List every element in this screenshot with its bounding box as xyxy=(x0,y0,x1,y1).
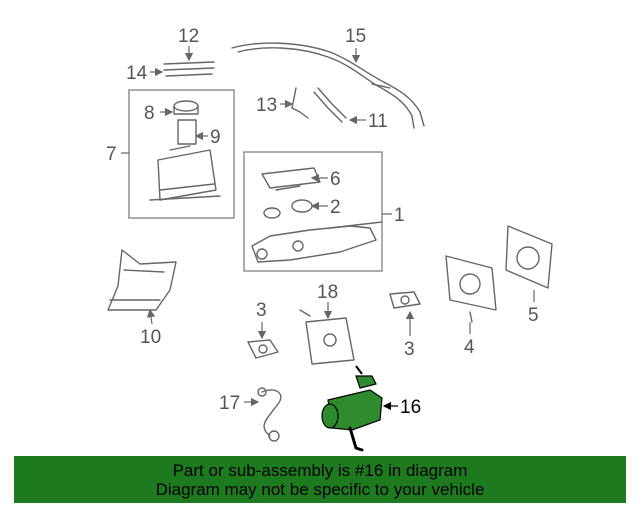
callout-15: 15 xyxy=(345,26,366,47)
notice-line-1: Part or sub-assembly is #16 in diagram xyxy=(172,461,468,480)
callout-17: 17 xyxy=(219,393,240,414)
callout-13: 13 xyxy=(256,95,277,116)
master-cylinder-group-frame xyxy=(243,151,383,272)
notice-line-2: Diagram may not be specific to your vehi… xyxy=(155,480,485,499)
callout-14: 14 xyxy=(126,63,148,84)
callout-8: 8 xyxy=(144,103,155,124)
reservoir-group-frame xyxy=(128,89,235,219)
hose-11 xyxy=(313,87,347,123)
reservoir-7 xyxy=(149,100,221,201)
callout-1: 1 xyxy=(394,205,405,226)
hose-13 xyxy=(291,87,309,119)
hose-12-14 xyxy=(163,61,215,77)
callout-11: 11 xyxy=(368,111,388,132)
callout-18: 18 xyxy=(317,282,338,303)
booster-plate-4 xyxy=(445,255,497,323)
sensor-17 xyxy=(257,387,282,442)
callout-10: 10 xyxy=(140,327,161,348)
notice-banner: Part or sub-assembly is #16 in diagram D… xyxy=(14,456,626,503)
callout-3-a: 3 xyxy=(256,300,267,321)
parts-diagram: 1 2 3 3 4 5 6 7 8 9 10 11 12 13 14 15 16… xyxy=(106,26,553,452)
callout-6: 6 xyxy=(330,169,341,190)
callout-12: 12 xyxy=(178,26,199,47)
pump-16 xyxy=(321,365,383,452)
bracket-10 xyxy=(107,249,177,311)
callout-9: 9 xyxy=(210,127,221,148)
gasket-3-a xyxy=(247,339,279,359)
gasket-5 xyxy=(505,225,553,289)
callout-3-b: 3 xyxy=(404,339,415,360)
callout-16: 16 xyxy=(400,397,421,418)
callout-5: 5 xyxy=(528,305,539,326)
callout-7: 7 xyxy=(106,144,117,165)
callout-4: 4 xyxy=(464,337,475,358)
leader-10 xyxy=(146,308,156,325)
gasket-3-b xyxy=(389,291,421,309)
callout-2: 2 xyxy=(330,197,341,218)
brake-tube-15 xyxy=(231,42,425,129)
bracket-18 xyxy=(299,309,355,365)
master-cylinder-1 xyxy=(251,167,383,263)
